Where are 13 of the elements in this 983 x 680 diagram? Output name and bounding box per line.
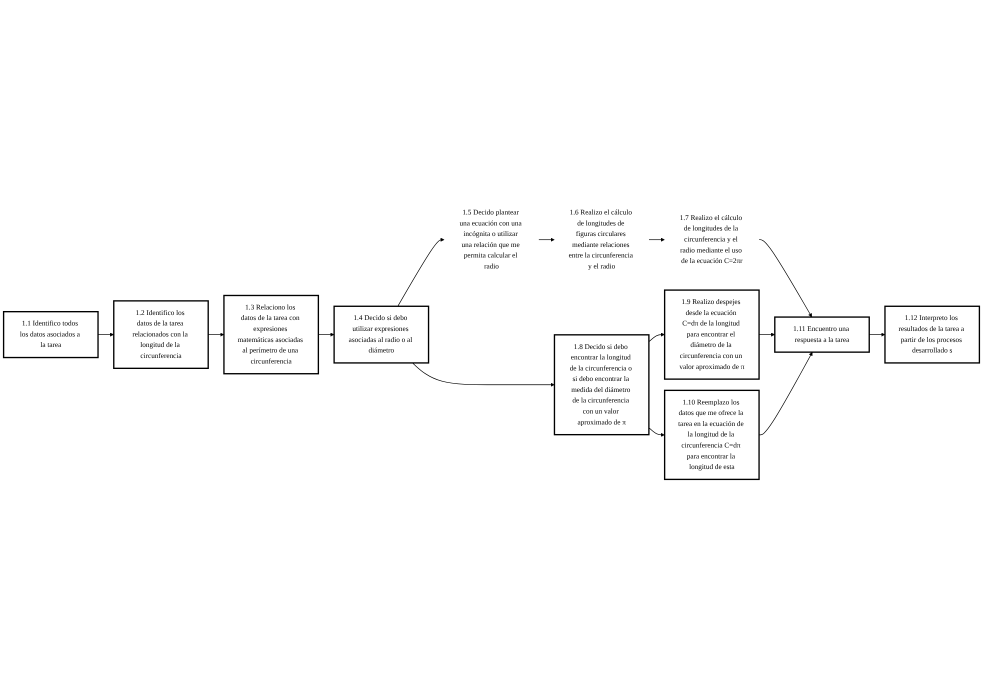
arrow <box>648 238 665 242</box>
arrow <box>538 238 555 242</box>
arrow <box>758 352 813 436</box>
arrow <box>208 332 224 337</box>
arrow <box>758 239 812 318</box>
arrow <box>318 332 334 337</box>
arrow <box>412 362 555 387</box>
arrow <box>758 332 775 337</box>
arrow <box>397 238 444 307</box>
arrow <box>98 332 114 337</box>
arrow <box>648 427 665 437</box>
arrow <box>648 332 665 342</box>
arrow <box>868 332 886 337</box>
